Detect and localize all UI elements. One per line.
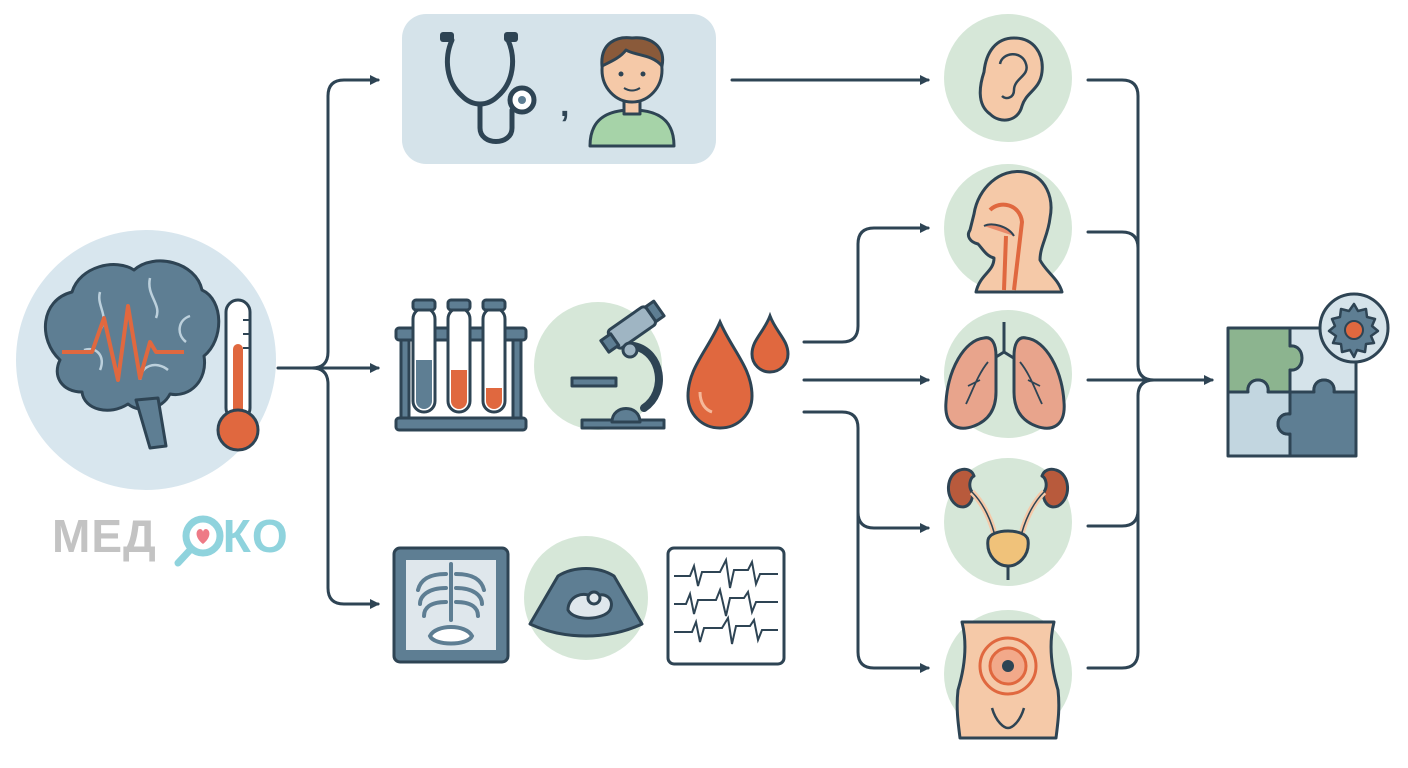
logo-magnifier-icon xyxy=(174,515,224,567)
thermometer-icon xyxy=(216,298,260,452)
logo-left: МЕД xyxy=(52,510,157,562)
microscope-icon xyxy=(570,299,666,430)
abdomen-node xyxy=(944,610,1072,740)
ultrasound-icon xyxy=(528,567,644,638)
lab-tests-node xyxy=(394,298,790,432)
ear-icon xyxy=(978,36,1044,122)
lungs-node xyxy=(944,310,1072,438)
throat-icon xyxy=(966,170,1064,294)
abdomen-icon xyxy=(955,620,1061,740)
puzzle-icon xyxy=(1226,326,1358,458)
kidneys-node xyxy=(944,458,1072,586)
test-tubes-icon xyxy=(394,298,528,432)
blood-drops-icon xyxy=(686,311,790,430)
connector-source-trunk xyxy=(276,75,380,370)
stethoscope-icon xyxy=(440,32,537,144)
connector-kidneys-merge xyxy=(1086,378,1156,528)
connector-throat-merge xyxy=(1086,230,1140,250)
source-node xyxy=(16,230,276,490)
heart-icon xyxy=(196,529,210,544)
lungs-icon xyxy=(944,322,1066,430)
ear-node xyxy=(944,14,1072,142)
connector-ear-merge xyxy=(1086,78,1156,382)
connector-abdomen-merge xyxy=(1086,394,1140,670)
organs-column xyxy=(944,14,1072,740)
imaging-node xyxy=(392,536,786,666)
examination-node: , xyxy=(402,14,716,164)
throat-node xyxy=(944,164,1072,294)
connectors xyxy=(276,75,1214,673)
connector-lab-abdomen xyxy=(856,510,930,673)
kidneys-icon xyxy=(947,467,1069,580)
connector-lab-throat xyxy=(802,223,930,344)
logo: МЕД КО xyxy=(52,510,289,567)
connector-lab-kidneys xyxy=(802,410,930,533)
connector-source-imaging xyxy=(310,366,380,609)
patient-icon xyxy=(588,36,676,148)
examination-separator: , xyxy=(560,86,569,124)
logo-right: КО xyxy=(223,510,289,562)
result-node xyxy=(1226,292,1390,458)
gear-icon xyxy=(1318,292,1390,364)
logo-text: МЕД КО xyxy=(52,510,289,562)
ecg-icon xyxy=(666,546,786,666)
xray-icon xyxy=(392,546,510,664)
brain-icon xyxy=(43,259,221,450)
